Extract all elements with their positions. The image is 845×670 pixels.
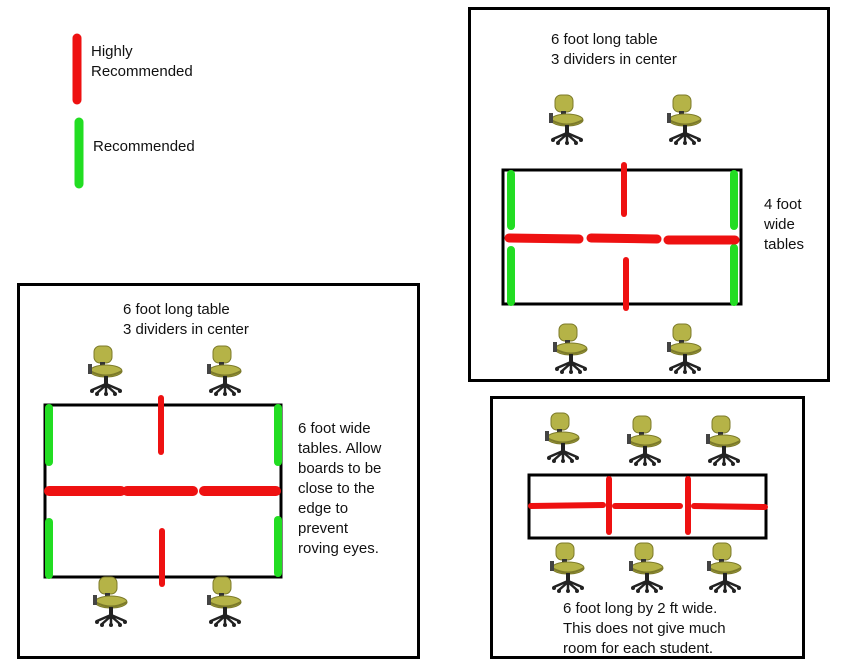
legend: Highly Recommended Recommended [60, 30, 260, 200]
legend-recommended-label: Recommended [93, 138, 195, 155]
side-note-line: wide [764, 216, 795, 233]
side-note-line: close to the [298, 480, 375, 497]
panel-6ft-caption: 6 foot long table 3 dividers in center [123, 300, 249, 340]
divider-red-center [528, 502, 606, 509]
panel-2ft-table: 6 foot long by 2 ft wide. This does not … [490, 396, 805, 659]
side-note-line: tables. Allow [298, 440, 382, 457]
chair-icon [665, 322, 703, 376]
chair-icon [547, 93, 585, 147]
chair-icon [625, 414, 663, 468]
panel-4ft-drawing [501, 93, 743, 376]
panel-2ft-drawing [527, 411, 768, 595]
caption-line: This does not give much [563, 620, 726, 637]
caption-line: 3 dividers in center [123, 321, 249, 338]
caption-line: 6 foot long table [123, 301, 230, 318]
side-note-line: 4 foot [764, 196, 802, 213]
chair-icon [91, 575, 129, 629]
divider-red-center [504, 233, 584, 244]
chair-icon [627, 541, 665, 595]
caption-line: 3 dividers in center [551, 51, 677, 68]
legend-highly-recommended-label: Highly Recommended [91, 42, 193, 82]
panel-6ft-table: 6 foot long table 3 dividers in center 6… [17, 283, 420, 659]
chair-icon [86, 344, 124, 398]
side-note-line: edge to [298, 500, 349, 517]
chair-icon [548, 541, 586, 595]
side-note-line: 6 foot wide [298, 420, 371, 437]
chair-icon [205, 344, 243, 398]
chair-icon [705, 541, 743, 595]
legend-highly-line2: Recommended [91, 63, 193, 80]
panel-4ft-table: 6 foot long table 3 dividers in center 4… [468, 7, 830, 382]
legend-swatches [72, 33, 84, 189]
panel-2ft-caption: 6 foot long by 2 ft wide. This does not … [563, 599, 726, 659]
panel-4ft-side-note: 4 foot wide tables [764, 195, 804, 255]
panel-4ft-caption: 6 foot long table 3 dividers in center [551, 30, 677, 70]
chair-icon [205, 575, 243, 629]
chair-icon [704, 414, 742, 468]
panel-6ft-side-note: 6 foot wide tables. Allow boards to be c… [298, 419, 381, 559]
divider-red-center [586, 233, 662, 244]
side-note-line: prevent [298, 520, 349, 537]
caption-line: room for each student. [563, 640, 714, 657]
chair-icon [543, 411, 581, 465]
side-note-line: tables [764, 236, 805, 253]
chair-icon [551, 322, 589, 376]
legend-highly-line1: Highly [91, 43, 133, 60]
caption-line: 6 foot long by 2 ft wide. [563, 600, 718, 617]
side-note-line: roving eyes. [298, 540, 379, 557]
panel-6ft-drawing [43, 344, 283, 629]
side-note-line: boards to be [298, 460, 382, 477]
caption-line: 6 foot long table [551, 31, 658, 48]
chair-icon [665, 93, 703, 147]
divider-red-center [691, 503, 768, 510]
